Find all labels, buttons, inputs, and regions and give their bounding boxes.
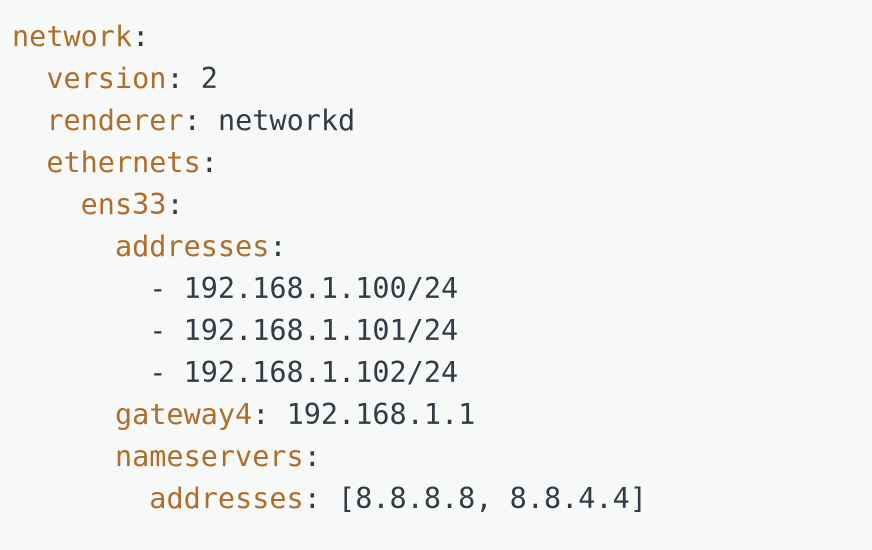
yaml-indent [12, 440, 115, 473]
yaml-indent [12, 314, 149, 347]
code-line: gateway4: 192.168.1.1 [12, 394, 647, 436]
yaml-key: gateway4 [114, 398, 253, 431]
yaml-punctuation: : [252, 398, 287, 431]
yaml-value: 192.168.1.1 [286, 398, 476, 431]
yaml-value: 2 [200, 62, 218, 95]
code-line: addresses: [8.8.8.8, 8.8.4.4] [12, 478, 647, 520]
yaml-key: addresses [149, 482, 304, 515]
yaml-key: ethernets [46, 146, 201, 179]
yaml-punctuation: : [183, 104, 218, 137]
yaml-value: 192.168.1.100/24 [183, 272, 459, 305]
yaml-value: 192.168.1.102/24 [183, 356, 459, 389]
code-line: renderer: networkd [12, 100, 647, 142]
yaml-indent [12, 104, 46, 137]
yaml-punctuation: : [303, 482, 339, 515]
yaml-indent [12, 398, 115, 431]
code-line: version: 2 [12, 58, 647, 100]
yaml-punctuation: : [269, 230, 287, 263]
yaml-indent [12, 272, 149, 305]
yaml-indent [12, 62, 46, 95]
code-line: - 192.168.1.101/24 [12, 310, 647, 352]
yaml-indent [12, 230, 115, 263]
code-line: - 192.168.1.100/24 [12, 268, 647, 310]
code-line: ethernets: [12, 142, 647, 184]
yaml-key: ens33 [80, 188, 167, 221]
yaml-value: [8.8.8.8, 8.8.4.4] [338, 482, 647, 515]
yaml-punctuation: : [132, 20, 150, 53]
yaml-key: addresses [114, 230, 270, 263]
yaml-punctuation: : [303, 440, 321, 473]
yaml-value: 192.168.1.101/24 [183, 314, 459, 347]
code-line: network: [12, 16, 647, 58]
yaml-key: renderer [46, 104, 184, 137]
yaml-key: version [46, 62, 167, 95]
yaml-key: network [12, 20, 133, 53]
yaml-code-block: network: version: 2 renderer: networkd e… [12, 16, 647, 520]
yaml-key: nameservers [114, 440, 304, 473]
yaml-punctuation: : [166, 188, 184, 221]
code-line: ens33: [12, 184, 647, 226]
code-line: - 192.168.1.102/24 [12, 352, 647, 394]
yaml-indent [12, 356, 149, 389]
yaml-value: networkd [217, 104, 356, 137]
yaml-indent [12, 482, 149, 515]
yaml-indent [12, 146, 46, 179]
yaml-punctuation: - [149, 314, 184, 347]
yaml-punctuation: - [149, 356, 184, 389]
code-line: nameservers: [12, 436, 647, 478]
code-line: addresses: [12, 226, 647, 268]
yaml-punctuation: - [149, 272, 184, 305]
yaml-punctuation: : [200, 146, 218, 179]
yaml-punctuation: : [166, 62, 201, 95]
yaml-indent [12, 188, 81, 221]
